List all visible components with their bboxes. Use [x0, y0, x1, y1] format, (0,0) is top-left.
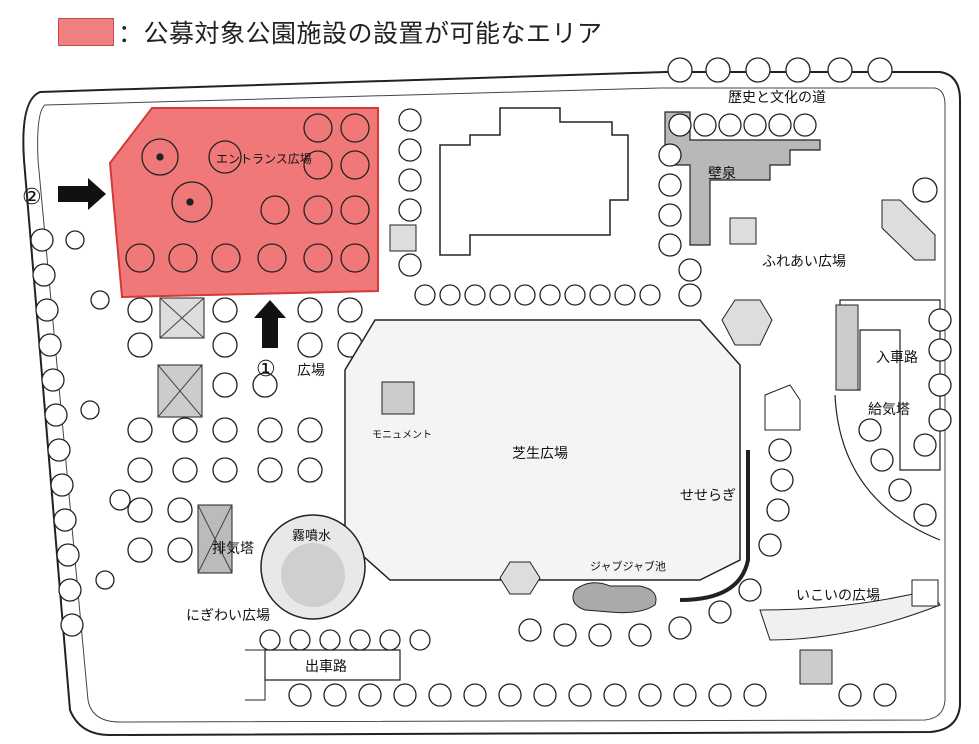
- label-entrance-plaza: エントランス広場: [216, 152, 312, 166]
- wall-fountain-square: [729, 217, 757, 245]
- south-trees: [259, 578, 897, 707]
- legend: ：公募対象公園施設の設置が可能なエリア: [58, 14, 603, 50]
- offering-area-trees: [125, 113, 370, 273]
- splash-pond: [572, 582, 657, 614]
- splash-pavilion: [499, 561, 541, 595]
- arrow-1: [254, 300, 286, 348]
- supply-tower-structure: [835, 304, 859, 391]
- label-fountain: 霧噴水: [292, 529, 331, 544]
- grid-trees: [109, 297, 363, 563]
- label-exit-road: 出車路: [305, 658, 347, 675]
- wall-fountain: [664, 111, 821, 246]
- east-curve: [834, 394, 941, 541]
- legend-swatch: [58, 18, 114, 46]
- building: [439, 107, 629, 256]
- building-trees: [389, 108, 422, 277]
- marker-1: ①: [256, 357, 276, 382]
- northeast-trees: [658, 113, 938, 307]
- west-tree-row: [30, 228, 115, 637]
- offering-area: [108, 107, 379, 299]
- label-lawn-plaza: 芝生広場: [512, 446, 568, 462]
- east-trees: [758, 308, 952, 557]
- label-exhaust-tower: 排気塔: [212, 541, 254, 557]
- label-monument: モニュメント: [372, 430, 432, 441]
- park-map: 歴史と文化の道 壁泉 エントランス広場 ふれあい広場 広場 入車路 給気塔 モニ…: [22, 57, 961, 737]
- marker-2: ②: [22, 185, 42, 210]
- label-fureai-plaza: ふれあい広場: [762, 254, 846, 270]
- lawn-north-row: [414, 284, 661, 306]
- lawn-plaza: [344, 319, 741, 581]
- north-tree-row: [667, 57, 893, 83]
- plaza-octagon: [721, 299, 773, 346]
- legend-text: ：公募対象公園施設の設置が可能なエリア: [118, 19, 603, 48]
- east-pond-top: [764, 384, 801, 431]
- label-history-road: 歴史と文化の道: [728, 90, 826, 106]
- label-seseragi: せせらぎ: [680, 488, 736, 504]
- park-boundary: [22, 71, 961, 737]
- label-plaza: 広場: [297, 363, 325, 379]
- label-nigiwai-plaza: にぎわい広場: [186, 608, 270, 624]
- monument-icon: [381, 381, 415, 415]
- label-wall-fountain: 壁泉: [708, 165, 736, 182]
- label-entry-road: 入車路: [876, 349, 918, 366]
- label-splash-pond: ジャブジャブ池: [590, 559, 666, 573]
- stream: [679, 450, 750, 602]
- inner-boundary: [37, 87, 946, 723]
- ikoi-plaza-path: [759, 589, 941, 641]
- label-supply-tower: 給気塔: [868, 402, 910, 418]
- east-pavilion: [881, 199, 936, 261]
- label-ikoi-plaza: いこいの広場: [796, 588, 880, 604]
- arrow-2: [58, 178, 106, 210]
- ikoi-structure: [911, 579, 939, 607]
- pavilions: [157, 297, 233, 574]
- southeast-pavilion: [799, 649, 833, 685]
